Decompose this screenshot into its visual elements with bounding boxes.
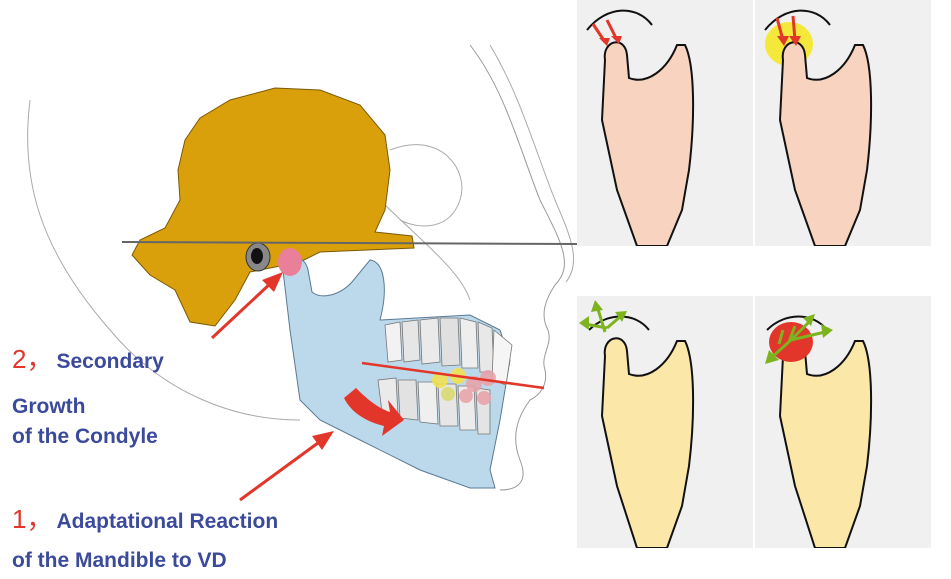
label-number-2: 2， (12, 344, 53, 374)
label-secondary-line3: of the Condyle (12, 425, 158, 448)
mandible-rotation-arrow (344, 388, 404, 436)
condyle-panel-yellow-1 (577, 296, 753, 548)
label-secondary-growth: 2，Secondary (12, 344, 164, 375)
label-adaptational-line2: of the Mandible to VD (12, 549, 227, 572)
ear-canal-inner (251, 248, 263, 264)
teeth (377, 317, 513, 435)
cranium-outline (27, 99, 301, 421)
label-secondary-line1: Secondary (56, 350, 164, 373)
mandible (281, 256, 511, 489)
condyle-panel-yellow-2 (755, 296, 931, 548)
nasal-outline (379, 199, 471, 301)
skull-diagram (27, 44, 579, 502)
label-secondary-line2: Growth (12, 395, 86, 418)
pointer-line-mandible (239, 438, 323, 502)
label-adaptational-reaction: 1，Adaptational Reaction (12, 504, 278, 535)
label-adaptational-line1: Adaptational Reaction (56, 510, 279, 533)
condyle-head (278, 248, 302, 276)
pointer-line-condyle (210, 280, 274, 340)
condyle-panel-pink-1 (577, 0, 753, 246)
occlusal-plane-line (361, 361, 545, 390)
orbit-outline (389, 144, 463, 227)
face-profile-outline-2 (489, 44, 575, 283)
face-profile-outline (469, 44, 565, 491)
label-condyle-line: of the Condyle (12, 424, 158, 449)
pointer-head-mandible (312, 431, 334, 450)
label-number-1: 1， (12, 504, 53, 534)
condyle-panel-pink-2 (755, 0, 931, 246)
label-growth-line: Growth (12, 394, 86, 419)
frankfort-horizontal-line (121, 241, 579, 245)
pointer-head-condyle (262, 272, 283, 292)
label-mandible-vd: of the Mandible to VD (12, 548, 227, 573)
